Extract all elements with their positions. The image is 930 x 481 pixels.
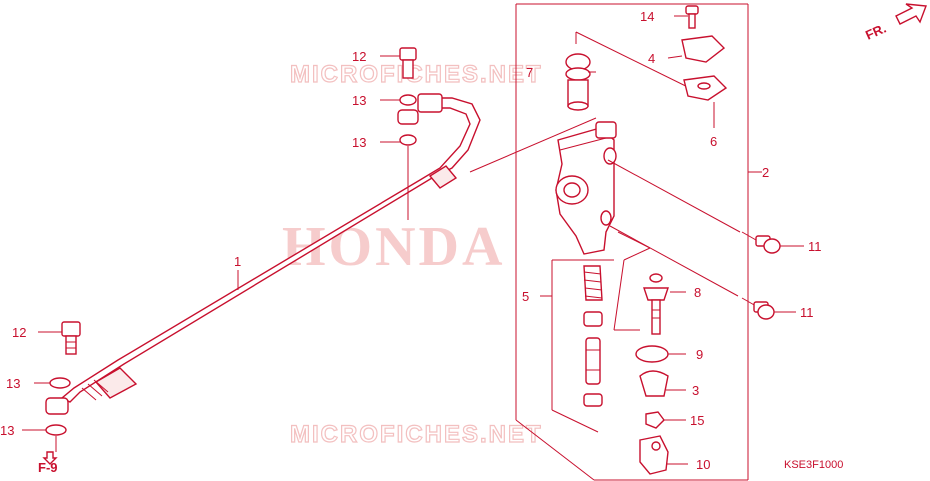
item-8-9-bracket [613,247,651,331]
reservoir-cap [681,35,726,63]
assembly-bracket [515,3,762,481]
circlip [635,345,669,363]
mounting-bolt-lower [741,297,775,320]
callout-12-upper: 12 [352,49,366,64]
reference-label: F-9 [38,460,58,475]
reservoir-connector [565,53,591,111]
joint-hole [651,441,661,451]
gasket-hole [697,82,711,90]
diagram-code: KSE3F1000 [784,459,843,471]
nut [645,411,665,429]
callout-5: 5 [522,289,529,304]
callout-8: 8 [694,285,701,300]
callout-11-lower: 11 [800,305,814,320]
leader-lines [22,15,804,465]
callout-10: 10 [696,457,710,472]
item-4-6-bracket [575,31,707,97]
piston-set [583,265,603,407]
upper-washer-top [399,94,417,106]
callout-3: 3 [692,383,699,398]
callout-13-upper-b: 13 [352,135,366,150]
callout-1: 1 [234,254,241,269]
lower-banjo-fitting [45,397,69,415]
front-direction-label: FR. [863,21,888,43]
upper-washer-bottom [399,134,417,146]
lower-washer-bottom [45,424,67,436]
upper-banjo-bolt [399,47,417,79]
front-direction-arrow: FR. [863,3,927,43]
callout-12-lower: 12 [12,325,26,340]
item-5-bracket [540,259,614,433]
callout-2: 2 [762,165,769,180]
lower-banjo-bolt [61,321,81,355]
upper-banjo-fitting [397,109,419,125]
watermark-site-top: MICROFICHES.NET [290,61,543,88]
callout-11-upper: 11 [808,239,822,254]
reference-arrow [42,451,58,465]
callout-13-lower-a: 13 [6,376,20,391]
callout-7: 7 [526,65,533,80]
callout-9: 9 [696,347,703,362]
callout-13-lower-b: 13 [0,423,14,438]
callout-6: 6 [710,134,717,149]
watermark-site-bottom: MICROFICHES.NET [290,421,543,448]
callout-14: 14 [640,9,654,24]
cap-bolt [685,5,699,29]
lower-washer-top [49,377,71,389]
mounting-bolt-upper [741,231,781,254]
callout-13-upper-a: 13 [352,93,366,108]
push-rod [643,273,669,335]
callout-15: 15 [690,413,704,428]
callout-4: 4 [648,51,655,66]
joint [639,435,669,475]
master-cylinder-body [555,121,617,255]
brake-hose [60,93,481,403]
boot [639,370,669,397]
